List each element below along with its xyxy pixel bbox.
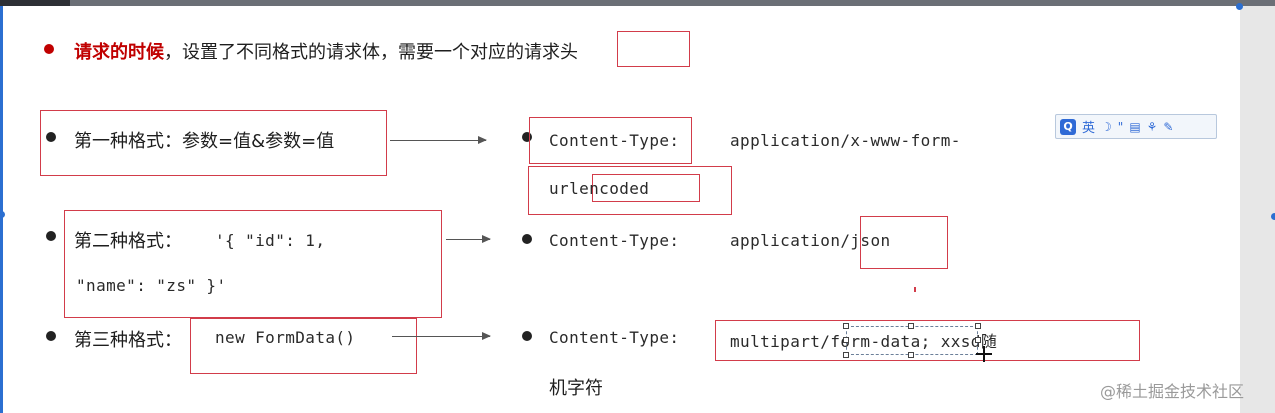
row3-arrow	[392, 332, 491, 340]
row2-content-type-key: Content-Type:	[549, 231, 680, 250]
heading-rest-text: ，设置了不同格式的请求体，需要一个对应的请求头	[164, 42, 578, 63]
row1-bullet	[46, 132, 56, 142]
quote-icon[interactable]: "	[1117, 119, 1124, 134]
annotation-box-row2-json	[860, 216, 948, 269]
row3-content-type-key: Content-Type:	[549, 328, 680, 347]
selection-handle-mr[interactable]	[975, 337, 981, 343]
slide-selection-line	[0, 6, 3, 413]
right-scroll-rail[interactable]	[1240, 6, 1275, 413]
annotation-box-row1-inner	[592, 174, 700, 202]
row2-arrow	[446, 235, 491, 243]
row1-content-type-key: Content-Type:	[549, 131, 680, 150]
annotation-box-row1-key	[529, 117, 692, 164]
annotation-box-row3-value	[715, 320, 1140, 361]
selection-handle-right[interactable]	[1271, 213, 1275, 220]
text-selection-frame[interactable]	[846, 326, 978, 355]
annotation-box-heading	[617, 31, 690, 67]
annotation-box-row3-body	[190, 318, 417, 374]
row1-arrow	[390, 136, 487, 144]
row3-bullet	[46, 331, 56, 341]
annotation-box-row1-value	[528, 166, 732, 215]
stray-red-mark	[914, 287, 916, 292]
window-top-strip	[0, 0, 1275, 6]
row2-bullet	[46, 231, 56, 241]
selection-handle-left[interactable]	[0, 211, 5, 218]
selection-handle-tm[interactable]	[908, 323, 914, 329]
slide-canvas[interactable]	[2, 6, 1240, 413]
selection-handle-bl[interactable]	[843, 352, 849, 358]
moon-icon[interactable]: ☽	[1101, 119, 1112, 134]
active-tab-strip	[0, 0, 70, 6]
ime-language-toggle[interactable]: 英	[1082, 121, 1096, 136]
heading-bullet	[44, 44, 54, 54]
annotation-box-row2-label	[64, 210, 442, 318]
row1-content-type-value-line2: urlencoded	[549, 179, 650, 198]
wrench-icon[interactable]: ✎	[1163, 119, 1174, 134]
heading-text: 请求的时候，设置了不同格式的请求体，需要一个对应的请求头	[74, 38, 578, 64]
annotation-box-row1-label	[40, 110, 387, 176]
row2-right-bullet	[522, 234, 532, 244]
watermark: @稀土掘金技术社区	[1100, 382, 1245, 401]
row2-content-type-value: application/json	[730, 231, 891, 250]
row2-label: 第二种格式：	[74, 231, 182, 252]
row2-body-line1: '{ "id": 1,	[215, 231, 326, 250]
keyboard-icon[interactable]: ▤	[1129, 119, 1141, 134]
selection-handle-bm[interactable]	[908, 352, 914, 358]
row3-label: 第三种格式：	[74, 330, 182, 351]
selection-handle-ml[interactable]	[843, 337, 849, 343]
row3-content-type-value-line2: 机字符	[549, 378, 603, 399]
ime-toolbar[interactable]: Q 英 ☽ " ▤ ⚘ ✎	[1055, 114, 1217, 139]
selection-handle-tr[interactable]	[975, 323, 981, 329]
row1-label: 第一种格式：参数=值&参数=值	[74, 131, 335, 152]
move-cursor-icon	[976, 346, 992, 362]
tools-icon[interactable]: ⚘	[1146, 119, 1158, 134]
selection-handle-top-right[interactable]	[1236, 3, 1243, 10]
selection-handle-tl[interactable]	[843, 323, 849, 329]
row1-content-type-value: application/x-www-form-	[730, 131, 961, 150]
row3-content-type-value: multipart/form-data; xxsd随	[730, 332, 998, 351]
row1-right-bullet	[522, 132, 532, 142]
row3-right-bullet	[522, 331, 532, 341]
ime-logo-icon[interactable]: Q	[1060, 118, 1076, 135]
row2-body-line2: "name": "zs" }'	[76, 276, 227, 295]
row3-body: new FormData()	[215, 328, 356, 347]
heading-bold-text: 请求的时候	[74, 42, 164, 63]
